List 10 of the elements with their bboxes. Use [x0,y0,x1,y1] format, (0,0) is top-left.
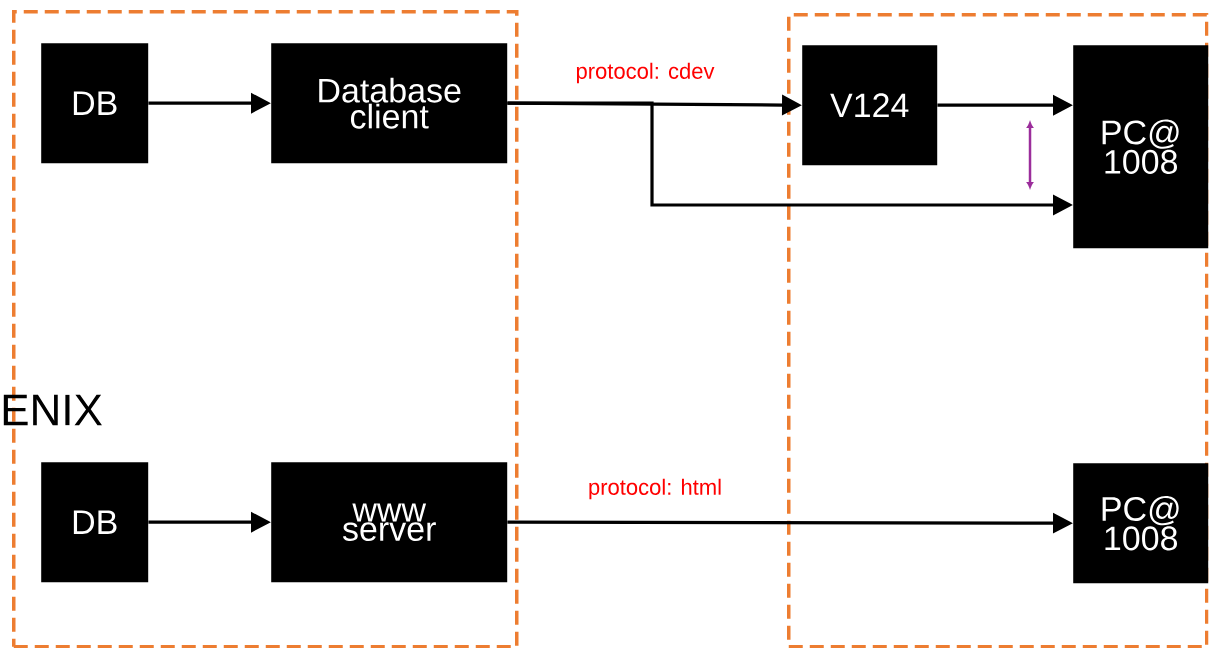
process-box: PC@ 1008 [1073,45,1209,249]
process-box: V124 [802,45,938,166]
process-box: DB [41,43,149,164]
process-box: www server [271,462,508,583]
edge-label: protocol: cdev [576,62,715,84]
side-label: ENIX [3,394,102,426]
process-box: DB [41,462,149,583]
process-box: Database client [271,43,508,164]
process-box: PC@ 1008 [1073,463,1209,584]
edge-label: protocol: html [589,478,721,500]
